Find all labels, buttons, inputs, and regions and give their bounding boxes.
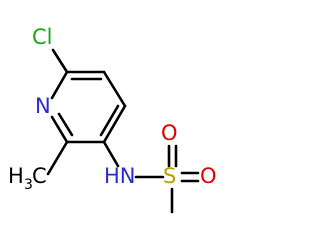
bond-c2-n-inner [57,112,74,137]
bond-c2-methyl [46,140,69,176]
bond-c2-n [50,115,69,144]
sulfur-label: S [163,164,176,188]
bond-layer [46,48,200,214]
chlorine-label: Cl [32,25,53,49]
chemical-structure-diagram: Cl N H 3 C HN S O O [8,25,217,214]
bond-c3-nh [102,140,120,168]
bond-cl-c6 [51,48,69,74]
oxygen-right-label: O [200,164,217,188]
atom-label-layer: Cl N H 3 C HN S O O [8,25,217,193]
ring-nitrogen-label: N [35,94,51,118]
bond-n-c6 [50,70,69,100]
bond-c4-c3-inner [99,104,120,137]
methyl-group-label: H 3 C [8,164,47,193]
methyl-subscript-label: 3 [24,177,33,193]
bond-c5-c4 [102,70,127,108]
oxygen-top-label: O [161,121,178,145]
bond-c4-c3 [102,104,127,144]
methyl-carbon-label: C [32,164,47,188]
amine-label: HN [104,164,136,188]
methyl-hydrogen-label: H [8,164,24,188]
